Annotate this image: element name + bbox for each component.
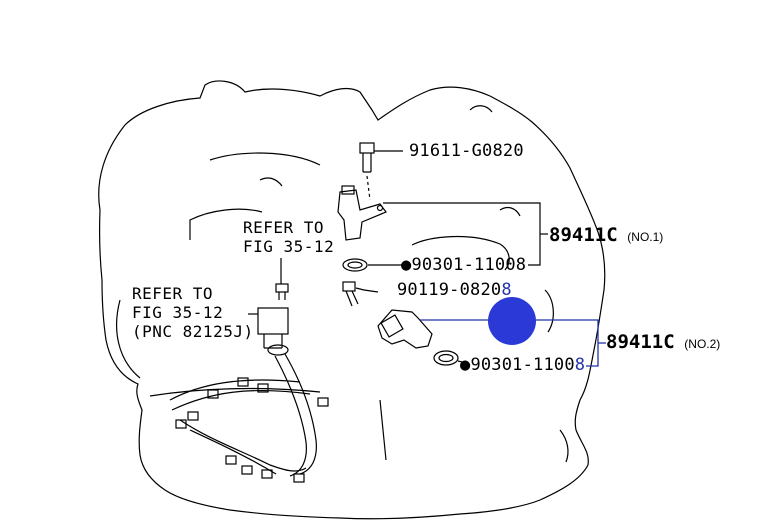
- part-90301-a-text: 90301-11008: [411, 255, 527, 275]
- part-90301-b-text: 90301-1100: [470, 355, 575, 375]
- label-part-90301-b[interactable]: ●90301-11008: [460, 357, 585, 374]
- bullet-marker: ●: [401, 255, 412, 275]
- sensor-no1-qualifier: (NO.1): [627, 230, 664, 244]
- sensor-no2-qualifier: (NO.2): [684, 337, 721, 351]
- bullet-marker: ●: [460, 355, 471, 375]
- part-90301-b-tail: 8: [574, 355, 586, 375]
- part-90119-text: 90119-0820: [397, 280, 502, 300]
- refer-note-2-line3: (PNC 82125J): [132, 322, 254, 341]
- refer-note-1[interactable]: REFER TO FIG 35-12: [243, 218, 334, 256]
- sensor-no1-part-number: 89411C: [549, 224, 618, 246]
- label-part-90119[interactable]: 90119-08208: [397, 282, 512, 299]
- highlight-marker: [488, 297, 536, 345]
- sensor-no2-part-number: 89411C: [606, 331, 675, 353]
- bolt-91611-icon: [359, 142, 375, 173]
- part-90119-tail: 8: [501, 280, 512, 300]
- refer-note-2[interactable]: REFER TO FIG 35-12 (PNC 82125J): [132, 284, 254, 341]
- housing-outline: [98, 80, 606, 520]
- refer-note-2-line2: FIG 35-12: [132, 303, 224, 322]
- speed-sensor-no2-icon: [377, 309, 433, 349]
- refer-note-1-line1: REFER TO: [243, 218, 325, 237]
- refer-note-2-line1: REFER TO: [132, 284, 214, 303]
- speed-sensor-no1-icon: [337, 185, 387, 241]
- harness-connector-icon: [257, 307, 289, 356]
- o-ring-90301-b-icon: [433, 350, 459, 366]
- label-part-91611[interactable]: 91611-G0820: [409, 141, 524, 161]
- o-ring-90301-a-icon: [342, 258, 368, 272]
- label-sensor-no1[interactable]: 89411C (NO.1): [549, 226, 663, 245]
- label-sensor-no2[interactable]: 89411C (NO.2): [606, 333, 720, 352]
- bolt-90119-icon: [342, 281, 359, 307]
- bolt-small-icon: [275, 283, 289, 300]
- refer-note-1-line2: FIG 35-12: [243, 237, 335, 256]
- wire-harness: [169, 353, 329, 483]
- label-part-90301-a[interactable]: ●90301-11008: [401, 257, 526, 274]
